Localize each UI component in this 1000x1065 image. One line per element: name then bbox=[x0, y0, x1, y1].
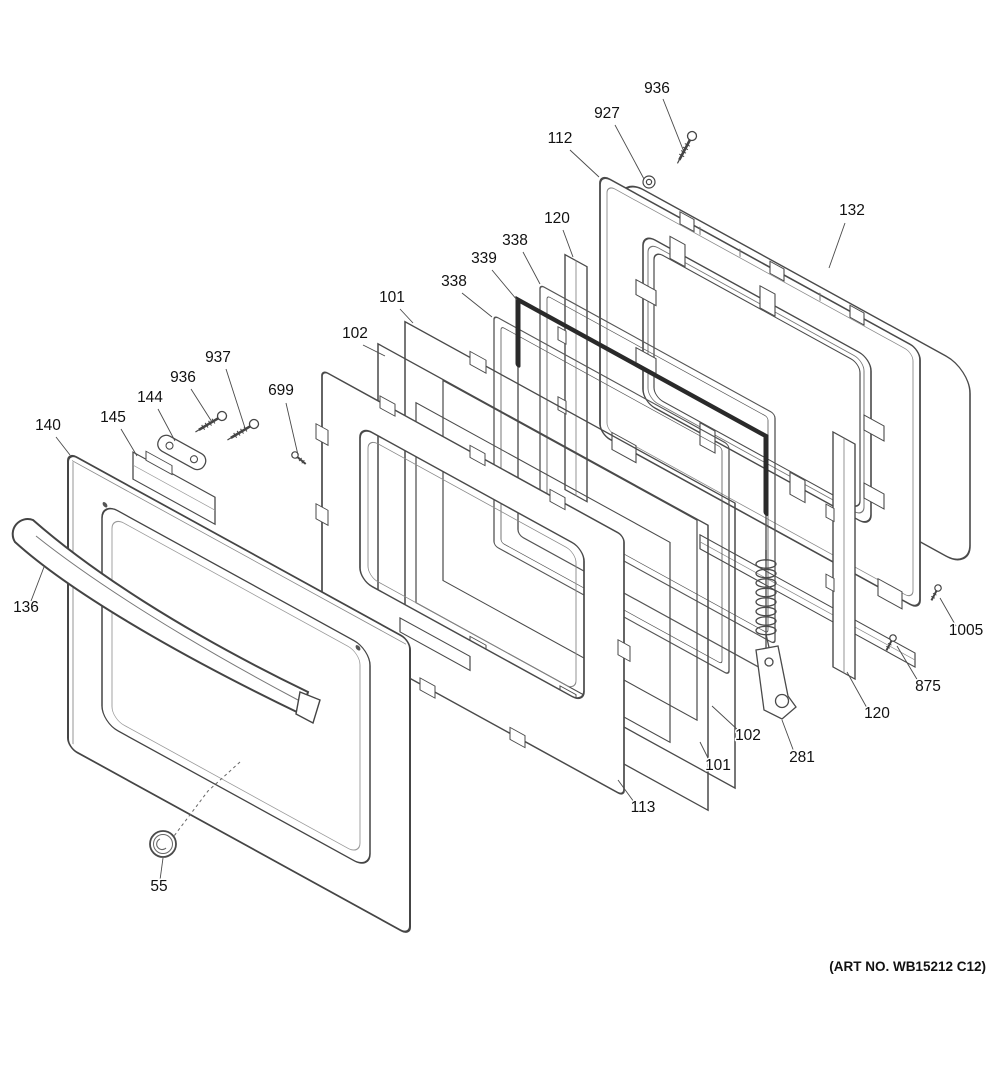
art-number: (ART NO. WB15212 C12) bbox=[829, 959, 986, 974]
leader-line-132 bbox=[828, 222, 846, 269]
part-145-hinge-plate bbox=[132, 450, 216, 526]
leader-line-937 bbox=[225, 368, 246, 429]
part-144-bracket bbox=[157, 434, 207, 471]
part-338-gasket-rear bbox=[539, 285, 776, 644]
part-label-140: 140 bbox=[35, 417, 61, 434]
part-936-screw-left bbox=[191, 408, 230, 438]
leader-line-1005 bbox=[939, 597, 957, 627]
leader-line-140 bbox=[55, 436, 71, 456]
leader-line-120 bbox=[846, 671, 868, 709]
part-label-699: 699 bbox=[268, 382, 294, 399]
callout-layer: 9369271121321203383393381011029379361441… bbox=[12, 79, 985, 897]
part-120-bracket-top bbox=[557, 253, 588, 503]
badge-position-guide bbox=[173, 761, 241, 837]
part-113-inner-door-panel bbox=[315, 371, 631, 795]
leader-line-699 bbox=[285, 402, 299, 456]
part-label-145: 145 bbox=[100, 409, 126, 426]
part-label-101: 101 bbox=[705, 757, 731, 774]
leader-line-102 bbox=[362, 344, 386, 357]
leader-line-875 bbox=[896, 645, 919, 682]
frame-clips bbox=[635, 210, 885, 510]
leader-line-145 bbox=[120, 428, 138, 457]
part-label-927: 927 bbox=[594, 105, 620, 122]
part-label-101: 101 bbox=[379, 289, 405, 306]
part-140-front-door-panel bbox=[67, 454, 411, 933]
door-seal-dark-band bbox=[515, 295, 769, 516]
part-927-grommet bbox=[642, 175, 656, 189]
part-label-132: 132 bbox=[839, 202, 865, 219]
part-label-936: 936 bbox=[644, 80, 670, 97]
part-label-338: 338 bbox=[441, 273, 467, 290]
part-55-badge bbox=[149, 830, 177, 858]
part-label-102: 102 bbox=[342, 325, 368, 342]
part-label-1005: 1005 bbox=[949, 622, 983, 639]
part-label-144: 144 bbox=[137, 389, 163, 406]
part-281-hinge-spring bbox=[755, 550, 797, 720]
part-label-937: 937 bbox=[205, 349, 231, 366]
part-label-936: 936 bbox=[170, 369, 196, 386]
part-label-875: 875 bbox=[915, 678, 941, 695]
part-label-136: 136 bbox=[13, 599, 39, 616]
leader-line-936 bbox=[662, 98, 685, 153]
part-699-screw bbox=[289, 449, 309, 468]
part-label-281: 281 bbox=[789, 749, 815, 766]
leader-line-936 bbox=[190, 388, 213, 423]
part-120-bracket-bottom bbox=[825, 430, 856, 681]
leader-line-120 bbox=[562, 229, 574, 258]
part-136-door-handle bbox=[11, 518, 321, 725]
part-label-338: 338 bbox=[502, 232, 528, 249]
leader-line-927 bbox=[614, 124, 645, 180]
leader-line-281 bbox=[781, 719, 795, 753]
leader-line-101 bbox=[699, 741, 710, 761]
leader-line-136 bbox=[30, 566, 45, 602]
part-112-window-frame bbox=[642, 237, 872, 523]
part-132-outer-door-panel bbox=[599, 176, 971, 668]
leader-line-339 bbox=[491, 269, 518, 301]
leader-line-102 bbox=[711, 705, 740, 732]
part-label-102: 102 bbox=[735, 727, 761, 744]
part-label-120: 120 bbox=[544, 210, 570, 227]
leader-line-338 bbox=[461, 292, 493, 318]
part-label-113: 113 bbox=[631, 799, 656, 816]
leader-line-101 bbox=[399, 308, 414, 324]
leader-line-55 bbox=[159, 857, 164, 881]
part-label-339: 339 bbox=[471, 250, 497, 267]
part-label-112: 112 bbox=[548, 130, 573, 147]
part-label-120: 120 bbox=[864, 705, 890, 722]
leader-line-338 bbox=[522, 251, 541, 285]
part-label-55: 55 bbox=[150, 878, 167, 895]
leader-line-144 bbox=[157, 408, 176, 442]
leader-line-113 bbox=[617, 779, 635, 803]
leader-line-112 bbox=[569, 149, 600, 178]
